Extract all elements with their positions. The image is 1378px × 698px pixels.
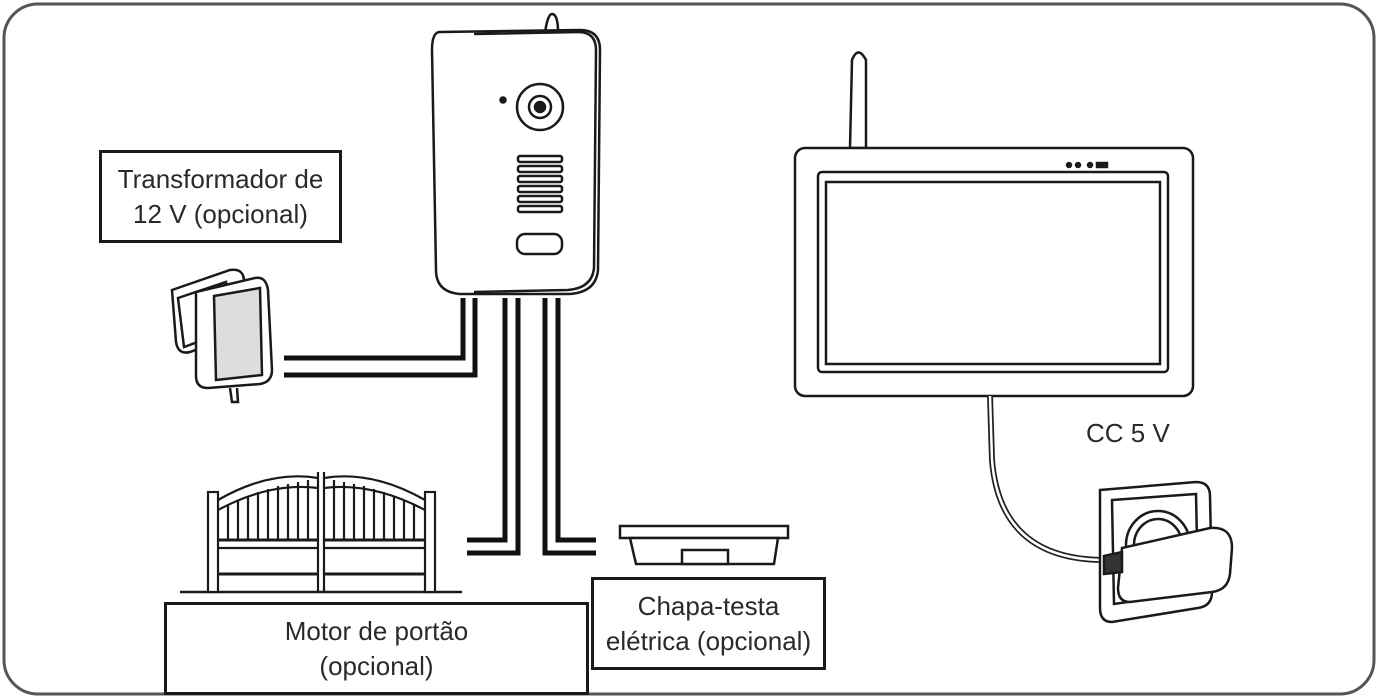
gate-icon (180, 472, 462, 594)
wall-socket-icon (1098, 480, 1234, 624)
wall-adapter-icon (170, 268, 274, 404)
wire-gate-2 (467, 298, 521, 556)
wire-transformer-2 (284, 298, 478, 378)
electric-strike-label-line1: Chapa-testa (637, 591, 780, 622)
monitor-power-label: CC 5 V (1086, 418, 1170, 448)
wire-strike-2 (555, 298, 596, 543)
gate-motor-label-line2: (opcional) (319, 650, 434, 681)
gate-motor-label-line1: Motor de portão (284, 616, 469, 647)
electric-strike-label-line2: elétrica (opcional) (605, 625, 812, 656)
door-station-icon (430, 12, 602, 296)
gate-motor-label-box: Motor de portão (opcional) (164, 602, 589, 695)
strike-plate-icon (618, 524, 790, 566)
wire-gate-1 (467, 298, 508, 543)
monitor-icon (793, 51, 1195, 563)
transformer-label-box: Transformador de 12 V (opcional) (99, 150, 342, 243)
wire-transformer-1 (284, 298, 466, 361)
transformer-label-line2: 12 V (opcional) (133, 198, 308, 229)
wire-strike-1 (542, 298, 596, 556)
transformer-label-line1: Transformador de (117, 164, 324, 195)
wires (284, 298, 596, 556)
electric-strike-label-box: Chapa-testa elétrica (opcional) (591, 577, 826, 670)
